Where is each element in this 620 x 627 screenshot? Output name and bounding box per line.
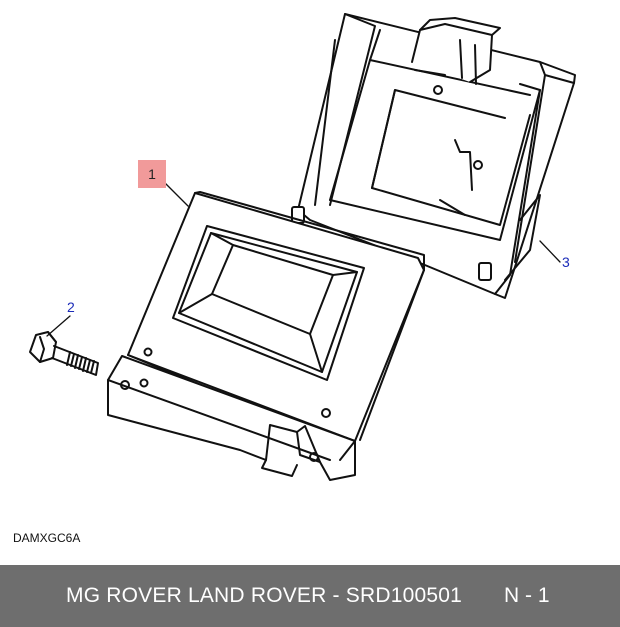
callout-2: 2 bbox=[67, 299, 75, 315]
footer-bar: MG ROVER LAND ROVER - SRD100501 N - 1 bbox=[0, 565, 620, 627]
parts-diagram bbox=[29, 13, 576, 481]
mounting-bracket bbox=[291, 13, 576, 299]
leader-line-2 bbox=[46, 315, 71, 337]
control-module bbox=[107, 191, 425, 481]
leader-line-1 bbox=[163, 181, 189, 207]
diagram-reference-code: DAMXGC6A bbox=[13, 531, 81, 545]
leader-lines bbox=[46, 181, 561, 337]
footer-page-number: N - 1 bbox=[504, 584, 550, 607]
footer-title: MG ROVER LAND ROVER - SRD100501 bbox=[66, 584, 462, 607]
callout-1: 1 bbox=[138, 160, 166, 188]
leader-line-3 bbox=[539, 240, 561, 263]
callout-3: 3 bbox=[562, 254, 570, 270]
bolt bbox=[29, 331, 99, 376]
